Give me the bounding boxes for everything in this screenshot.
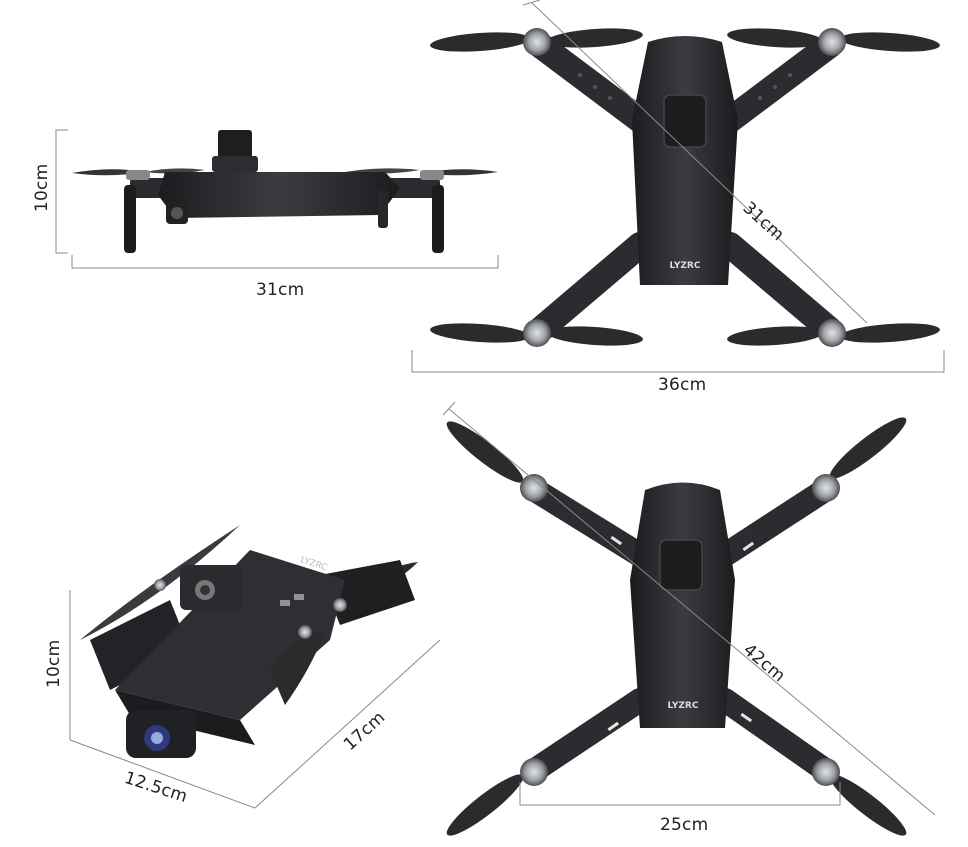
top-view-unfolded: LYZRC: [442, 401, 936, 836]
folded-motors: [523, 28, 846, 347]
folded-brand-logo: LYZRC: [670, 261, 701, 271]
unfolded-width-label: 25cm: [660, 815, 709, 835]
folded-width-label: 36cm: [658, 375, 707, 395]
folded-arm-vents: [578, 73, 792, 100]
side-leg-right: [432, 185, 444, 253]
unfolded-propellers: [446, 417, 907, 836]
unfolded-dimension-lines: [442, 401, 936, 816]
unfolded-arms: [523, 478, 837, 782]
folded-camera-bay: [663, 94, 707, 148]
persp-vents: [280, 594, 304, 606]
side-top-camera: [218, 130, 252, 160]
side-leg-left: [124, 185, 136, 253]
folded-dimension-lines: [411, 0, 945, 373]
side-width-label: 31cm: [256, 280, 305, 300]
unfolded-body: [630, 482, 735, 728]
side-dimension-lines: [55, 129, 499, 269]
folded-propellers: [430, 28, 940, 346]
persp-prop-front: [270, 631, 325, 705]
unfolded-brand-logo: LYZRC: [668, 701, 699, 711]
unfolded-camera-bay: [659, 539, 703, 591]
unfolded-arm-markers: [607, 535, 755, 732]
persp-motors: [154, 579, 347, 639]
folded-body: [632, 36, 738, 285]
unfolded-motors: [520, 474, 840, 786]
perspective-view: LYZRC: [69, 525, 441, 809]
side-height-label: 10cm: [32, 163, 52, 212]
persp-height-label: 10cm: [44, 639, 64, 688]
side-view: [55, 129, 499, 269]
side-body: [158, 172, 400, 218]
folded-arms: [527, 32, 843, 343]
top-view-folded: LYZRC: [411, 0, 945, 373]
persp-dimension-lines: [69, 590, 441, 809]
